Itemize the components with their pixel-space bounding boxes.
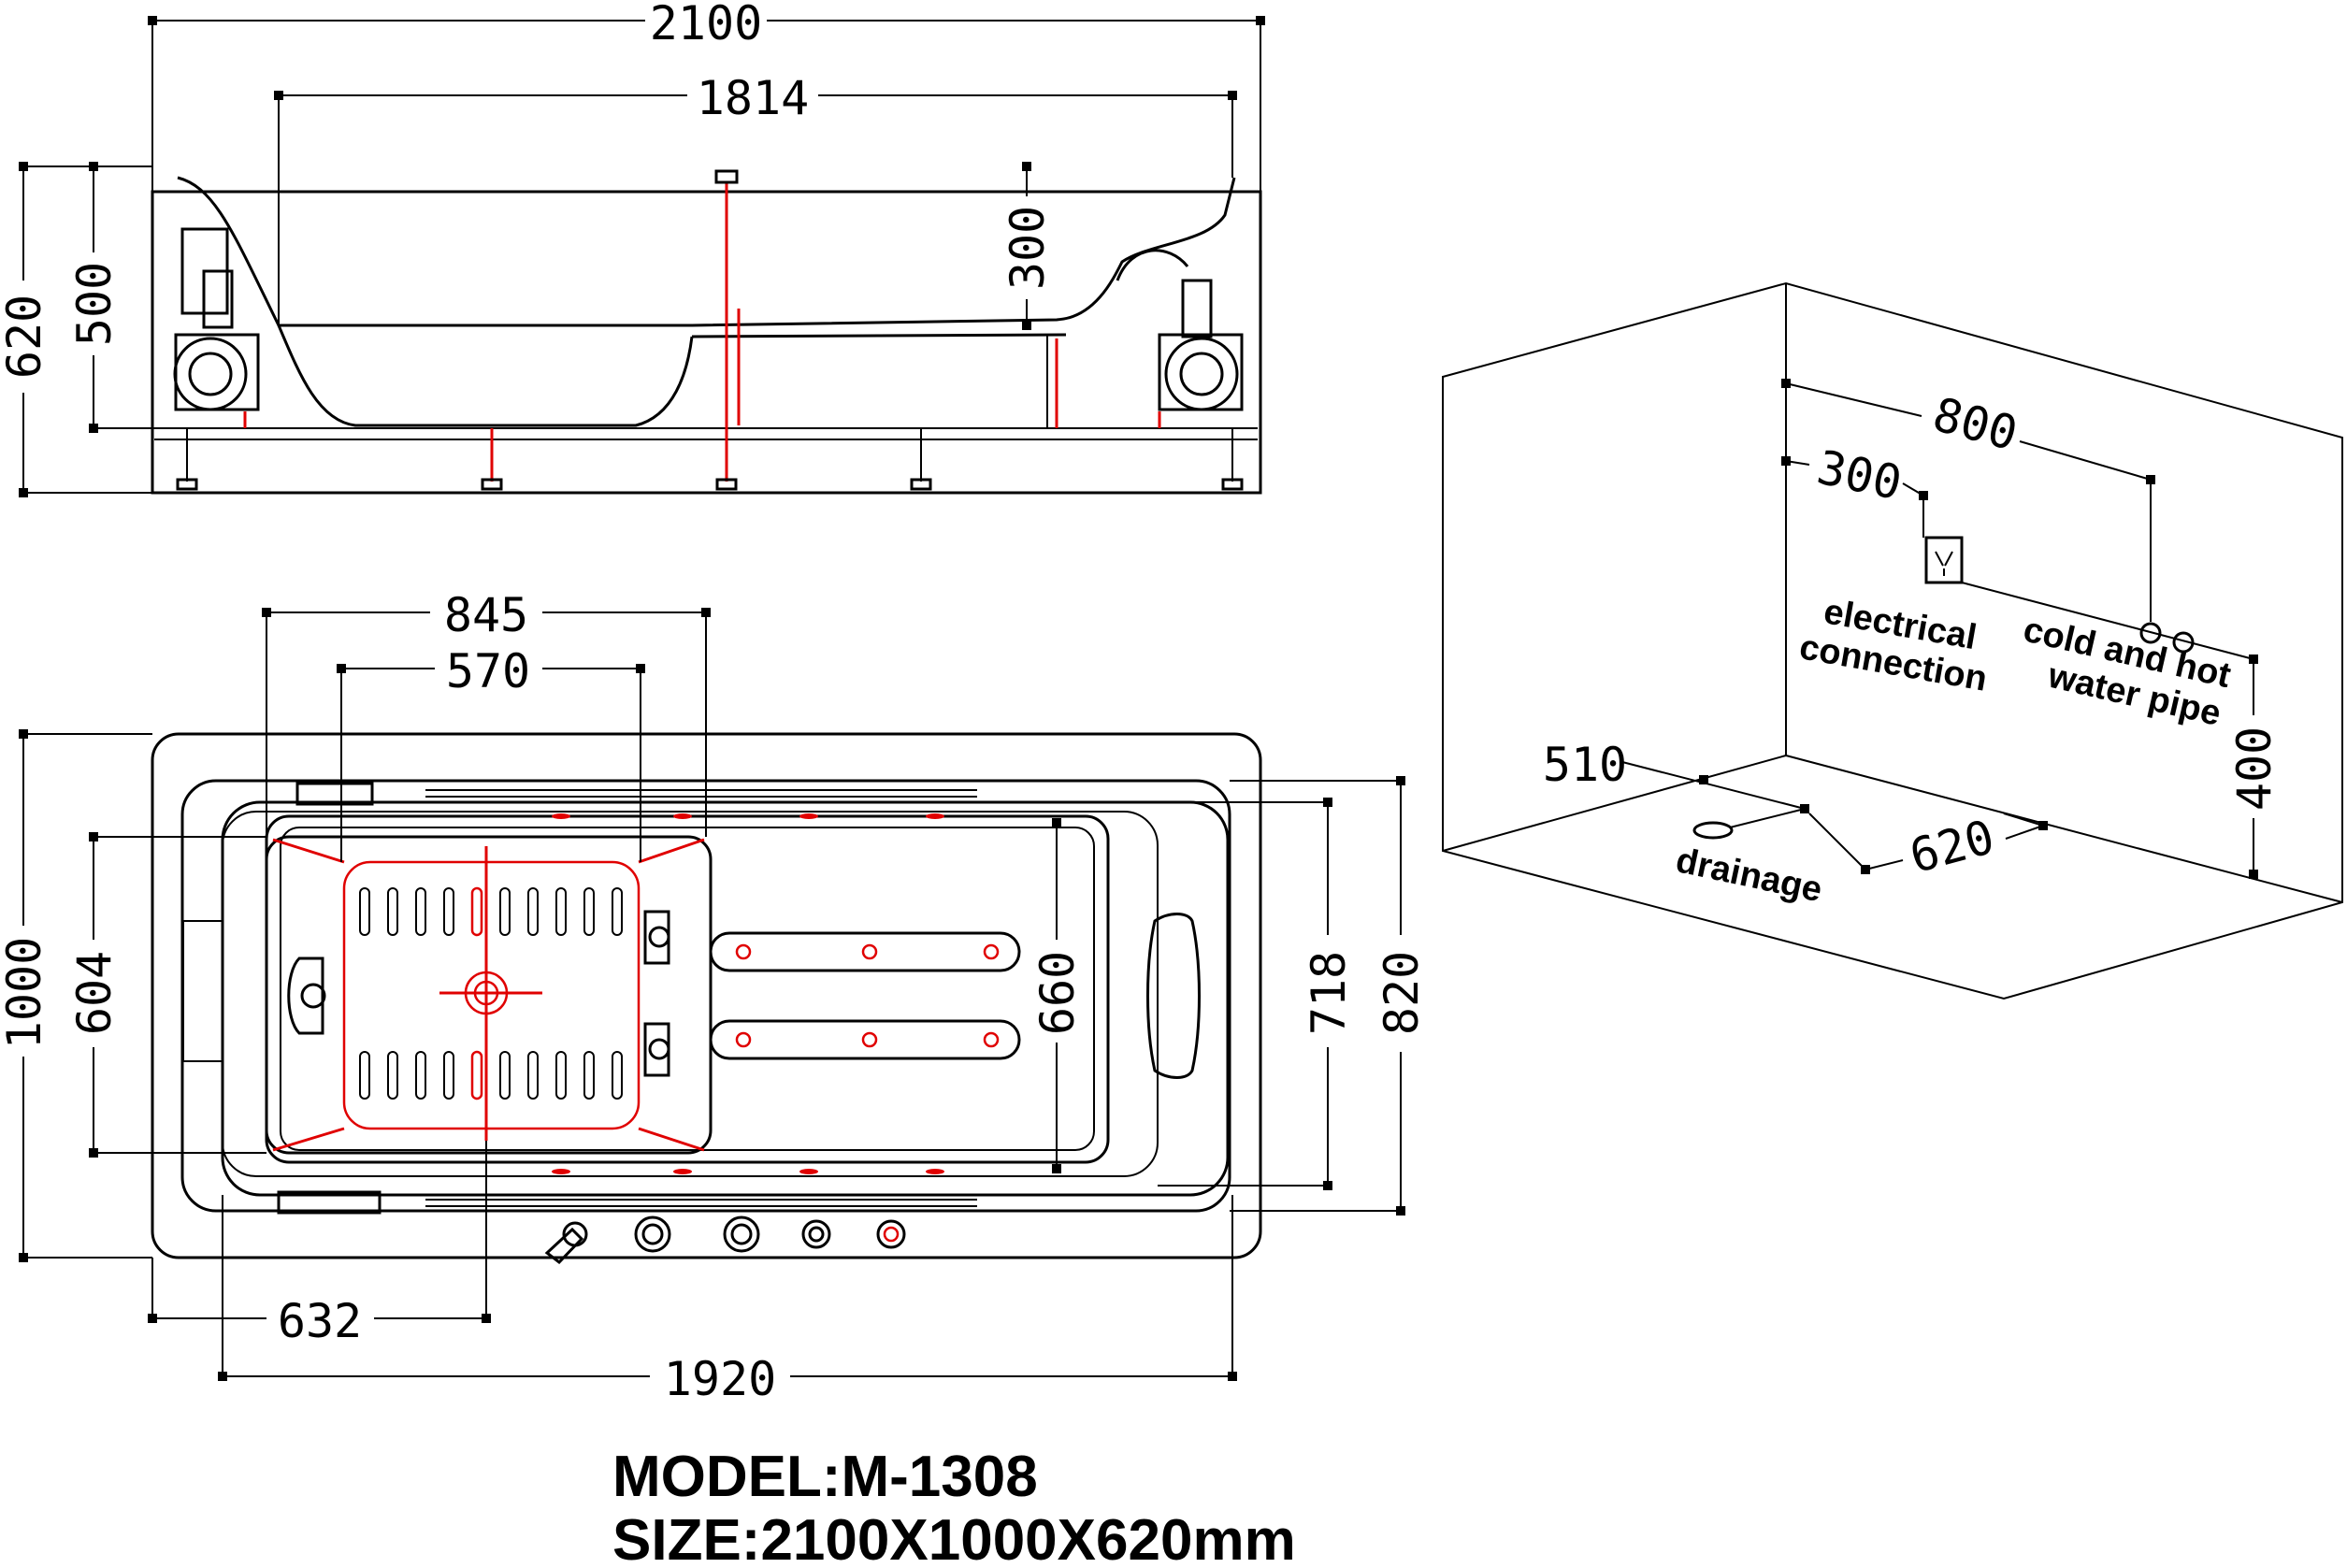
rim-jet-icon [926, 813, 944, 819]
dim-570-label: 570 [446, 644, 530, 698]
dim-2100-label: 2100 [650, 0, 762, 50]
seat-slat [555, 1051, 567, 1100]
seat-slat [387, 887, 398, 936]
seat-slat [415, 887, 426, 936]
dim-510-label: 510 [1543, 738, 1627, 792]
air-jet-icon [861, 943, 878, 960]
rim-jets [552, 813, 944, 1174]
dim-400-label: 400 [2227, 726, 2282, 811]
seat-slat [583, 887, 595, 936]
air-jet-icon [735, 943, 752, 960]
dim-300-side-label: 300 [1001, 206, 1055, 290]
rim-jet-icon [673, 813, 692, 819]
dim-1920-label: 1920 [664, 1352, 776, 1406]
faucet-controls [544, 1216, 906, 1265]
plan-basin [265, 814, 1110, 1164]
cold-water-pipe-icon [2139, 622, 2162, 644]
dim-820-label: 820 [1375, 951, 1429, 1035]
hot-water-pipe-icon [2172, 631, 2195, 654]
drainage-label: drainage [1673, 841, 1826, 910]
side-apron-outline [151, 190, 1262, 495]
air-jet-icon [983, 1031, 1000, 1048]
seat-slat [527, 1051, 539, 1100]
seat-slat [415, 1051, 426, 1100]
rim-jet-icon [552, 813, 570, 819]
dim-500-label: 500 [67, 262, 122, 346]
side-view: 2100 1814 620 500 300 [0, 0, 1265, 497]
dim-800-label: 800 [1927, 387, 2023, 461]
seat-slat [612, 887, 623, 936]
seat-slat [612, 1051, 623, 1100]
seat-slat [443, 1051, 454, 1100]
rim-jet-icon [926, 1169, 944, 1174]
model-label: MODEL:M-1308 [612, 1445, 1038, 1509]
dim-845-label: 845 [444, 588, 528, 642]
side-tub-silhouette [177, 176, 1236, 327]
size-label: SIZE:2100X1000X620mm [612, 1508, 1296, 1568]
air-jet-icon [735, 1031, 752, 1048]
dim-300-wall-label: 300 [1812, 440, 1906, 511]
headrest-icon [1146, 913, 1201, 1079]
seat-slat [359, 1051, 370, 1100]
rim-jet-icon [552, 1169, 570, 1174]
seat-slat [527, 887, 539, 936]
rim-jet-icon [799, 813, 818, 819]
seat-slat [470, 886, 483, 937]
electrical-socket-icon [1924, 536, 1964, 584]
seat-slat [499, 1051, 511, 1100]
dim-620-floor-label: 620 [1904, 810, 1999, 884]
seat-slat [443, 887, 454, 936]
seat-slat [555, 887, 567, 936]
dim-620-label: 620 [0, 295, 51, 379]
seat-slat [470, 1050, 483, 1100]
seat-slat [387, 1051, 398, 1100]
plan-view: 845 570 1000 604 660 718 [0, 588, 1429, 1406]
rim-jet-icon [673, 1169, 692, 1174]
air-jet-icon [861, 1031, 878, 1048]
seat-slat [583, 1051, 595, 1100]
dim-660-label: 660 [1030, 951, 1085, 1035]
seat-slats [359, 886, 623, 1100]
left-pump-icon [173, 227, 260, 411]
dim-632-label: 632 [278, 1294, 362, 1348]
rim-jet-icon [799, 1169, 818, 1174]
right-pump-icon [1116, 249, 1244, 411]
air-jet-icon [983, 943, 1000, 960]
dim-604-label: 604 [67, 951, 122, 1035]
plan-seat [265, 835, 713, 1155]
seat-slat [359, 887, 370, 936]
seat-slat [499, 887, 511, 936]
side-legs [176, 428, 1244, 491]
channel-jets [735, 943, 1000, 1048]
dim-718-label: 718 [1302, 951, 1356, 1035]
floor-drain-icon [1692, 821, 1734, 840]
installation-view: 800 300 400 510 [1442, 281, 2343, 1000]
dim-1814-label: 1814 [697, 71, 809, 125]
dim-1000-label: 1000 [0, 937, 51, 1049]
